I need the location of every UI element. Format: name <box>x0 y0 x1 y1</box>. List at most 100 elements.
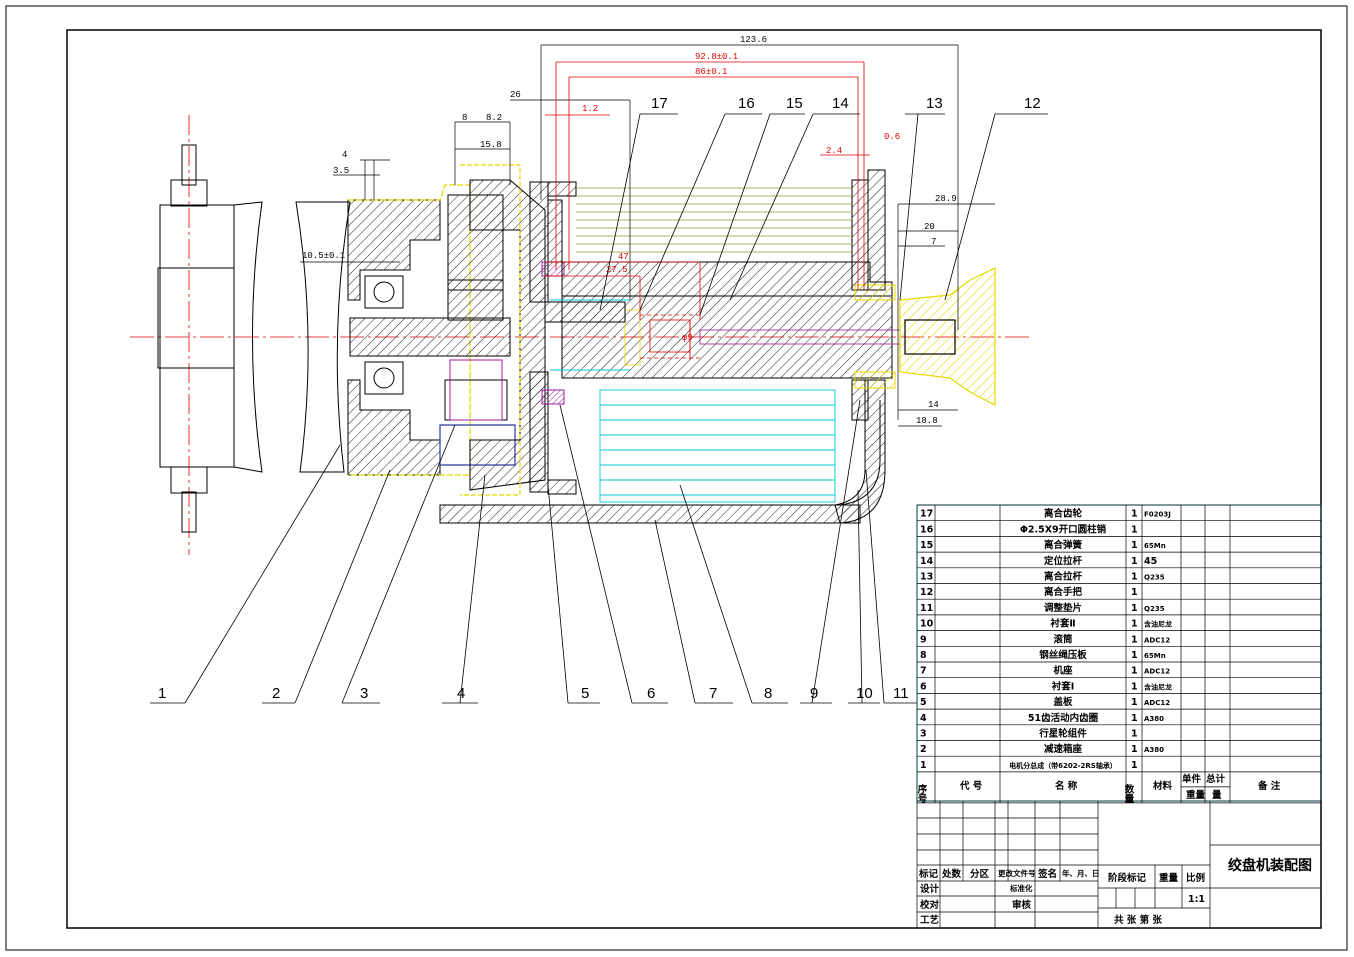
tb-change-doc: 更改文件号 <box>998 868 1036 878</box>
bom-header-code: 代 号 <box>959 780 983 792</box>
bom-material: ADC12 <box>1144 636 1170 644</box>
bom-name: 行星轮组件 <box>1038 728 1087 740</box>
tb-standardize: 标准化 <box>1009 883 1033 893</box>
dim-4: 4 <box>342 150 347 160</box>
bom-name: 盖板 <box>1053 696 1073 708</box>
bom-qty: 1 <box>1131 697 1138 708</box>
callout-2: 2 <box>272 685 280 702</box>
bom-header-note: 备 注 <box>1257 780 1281 792</box>
bom-qty: 1 <box>1131 666 1138 677</box>
tb-count: 处数 <box>941 868 962 880</box>
outer-border <box>5 5 1348 951</box>
bom-header-unit: 单件 <box>1182 773 1202 785</box>
bom-material: 含油尼龙 <box>1144 682 1172 691</box>
bom-qty: 1 <box>1131 760 1138 771</box>
callout-9: 9 <box>810 685 818 702</box>
bom-name: 离合拉杆 <box>1044 571 1083 583</box>
bom-qty: 1 <box>1131 540 1138 551</box>
bushing-1 <box>541 261 565 277</box>
dim-1-2: 1.2 <box>582 104 598 114</box>
title-block <box>916 800 1322 929</box>
dim-8-2: 8.2 <box>486 113 502 123</box>
dim-3-5: 3.5 <box>333 166 349 176</box>
bom-no: 9 <box>920 634 927 645</box>
bom-name: 滚筒 <box>1053 633 1073 645</box>
bom-material: 65Mn <box>1144 542 1166 550</box>
dim-10-5: 10.5±0.1 <box>302 251 345 261</box>
dim-123-6: 123.6 <box>740 35 767 45</box>
rope-pressing-plate <box>550 299 836 503</box>
clutch-gear <box>544 301 626 323</box>
callout-4: 4 <box>457 685 465 702</box>
tb-scale-value: 1:1 <box>1188 894 1205 905</box>
bom-qty: 1 <box>1131 572 1138 583</box>
dim-15-8: 15.8 <box>480 140 502 150</box>
bom-qty: 1 <box>1131 524 1138 535</box>
bom-header-qty: 数量 <box>1123 783 1136 804</box>
bom-no: 7 <box>920 666 927 677</box>
tb-weight: 重量 <box>1159 872 1179 884</box>
callout-15: 15 <box>786 95 803 112</box>
bom-qty: 1 <box>1131 681 1138 692</box>
tb-process: 工艺 <box>920 914 940 926</box>
bushing-2 <box>854 284 896 301</box>
dim-18-8: 18.8 <box>916 416 938 426</box>
bom-name: 电机分总成（带6202-2RS轴承） <box>1009 761 1117 770</box>
bom-qty: 1 <box>1131 603 1138 614</box>
tb-ratio: 比例 <box>1186 872 1205 884</box>
bom-name: 定位拉杆 <box>1043 555 1083 567</box>
tb-review: 审核 <box>1012 899 1032 911</box>
callout-13: 13 <box>926 95 943 112</box>
bom-no: 4 <box>920 713 927 724</box>
motor-shaft <box>349 317 511 357</box>
bom-qty: 1 <box>1131 634 1138 645</box>
bom-name: 衬套Ⅱ <box>1050 618 1075 630</box>
red-dimension-lines <box>545 61 870 360</box>
bom-name: 钢丝绳压板 <box>1039 649 1087 661</box>
callout-8: 8 <box>764 685 772 702</box>
callout-10: 10 <box>856 685 873 702</box>
rope-windings <box>576 187 852 253</box>
tb-sign: 签名 <box>1037 868 1057 880</box>
dim-86: 86±0.1 <box>695 67 727 77</box>
callout-leaders <box>150 113 1048 704</box>
drawing-title: 绞盘机装配图 <box>1228 857 1312 874</box>
bom-header-weight2: 量 <box>1212 789 1222 801</box>
gearbox-housing <box>347 184 471 476</box>
clutch-handle <box>899 267 996 406</box>
tb-date: 年、月、日 <box>1062 868 1100 878</box>
bom-name: 衬套Ⅰ <box>1052 680 1075 692</box>
dim-27-5: 27.5 <box>606 265 628 275</box>
bom-material: ADC12 <box>1144 699 1170 707</box>
bom-qty: 1 <box>1131 713 1138 724</box>
callout-1: 1 <box>158 685 166 702</box>
callout-7: 7 <box>709 685 717 702</box>
bom-material: 45 <box>1144 556 1157 567</box>
bom-name: 离合弹簧 <box>1044 539 1083 551</box>
bom-name: Φ2.5X9开口圆柱销 <box>1020 523 1107 535</box>
base-frame <box>439 169 886 524</box>
bom-header-no: 序号 <box>916 783 928 804</box>
bom-no: 16 <box>920 524 934 535</box>
callout-3: 3 <box>360 685 368 702</box>
dim-8: 8 <box>462 113 467 123</box>
dimension-lines <box>300 44 995 427</box>
bom-row: 16 Φ2.5X9开口圆柱销 1 <box>920 523 1138 535</box>
bom-no: 14 <box>920 556 934 567</box>
tb-sheets: 共 张 第 张 <box>1114 914 1162 926</box>
bom-no: 2 <box>920 744 927 755</box>
dim-47: 47 <box>618 252 629 262</box>
tb-design: 设计 <box>920 883 940 895</box>
bom-name: 51齿活动内齿圈 <box>1028 712 1098 724</box>
